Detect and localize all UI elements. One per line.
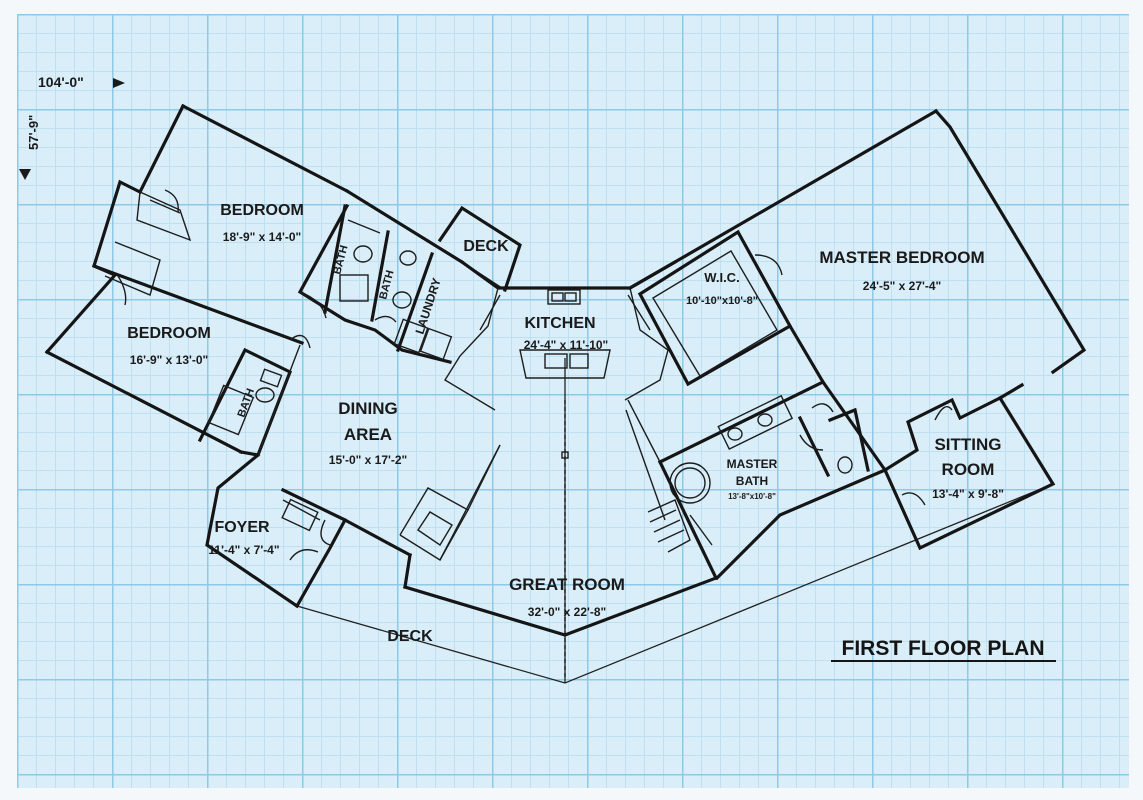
bedroom-1-size: 18'-9" x 14'-0" — [223, 230, 301, 244]
sitting-room-label-line2: ROOM — [942, 460, 995, 479]
left-wing-walls — [44, 103, 350, 457]
sitting-room-label-line1: SITTING — [934, 435, 1001, 454]
bedroom-1-label: BEDROOM — [220, 202, 304, 219]
wic-label: W.I.C. — [704, 270, 739, 285]
master-bedroom-size: 24'-5" x 27'-4" — [863, 279, 941, 293]
foyer-size: 11'-4" x 7'-4" — [208, 543, 279, 557]
master-bath-size: 13'-8"x10'-8" — [728, 492, 776, 501]
dining-size: 15'-0" x 17'-2" — [329, 453, 407, 467]
overall-depth-label: 57'-9" — [26, 115, 41, 150]
kitchen-size: 24'-4" x 11'-10" — [524, 338, 608, 352]
bedroom-2-label: BEDROOM — [127, 325, 211, 342]
master-bath-label-line2: BATH — [736, 474, 768, 488]
wic-size: 10'-10"x10'-8" — [686, 295, 758, 307]
great-room-size: 32'-0" x 22'-8" — [528, 605, 606, 619]
rear-deck-label: DECK — [463, 238, 509, 255]
dining-label-line1: DINING — [338, 399, 398, 418]
bath-laundry-block — [297, 188, 465, 364]
sitting-room-size: 13'-4" x 9'-8" — [932, 487, 1004, 501]
kitchen-walls — [444, 259, 678, 411]
bedroom-2-size: 16'-9" x 13'-0" — [130, 353, 208, 367]
overall-width-label: 104'-0" — [38, 74, 84, 90]
great-room-label: GREAT ROOM — [509, 575, 625, 594]
dining-label-line2: AREA — [344, 425, 392, 444]
front-deck-label: DECK — [387, 628, 433, 645]
kitchen-label: KITCHEN — [524, 315, 595, 332]
master-bedroom-label: MASTER BEDROOM — [819, 248, 984, 267]
width-arrow-icon — [113, 78, 125, 88]
laundry-label: LAUNDRY — [413, 276, 444, 336]
master-bath-label-line1: MASTER — [727, 457, 778, 471]
foyer-label: FOYER — [214, 519, 270, 536]
depth-arrow-icon — [19, 169, 31, 180]
central-walls — [205, 344, 719, 637]
plan-title: FIRST FLOOR PLAN — [842, 637, 1045, 660]
master-wing-walls — [627, 108, 1087, 581]
bath-1-label: BATH — [331, 244, 350, 276]
